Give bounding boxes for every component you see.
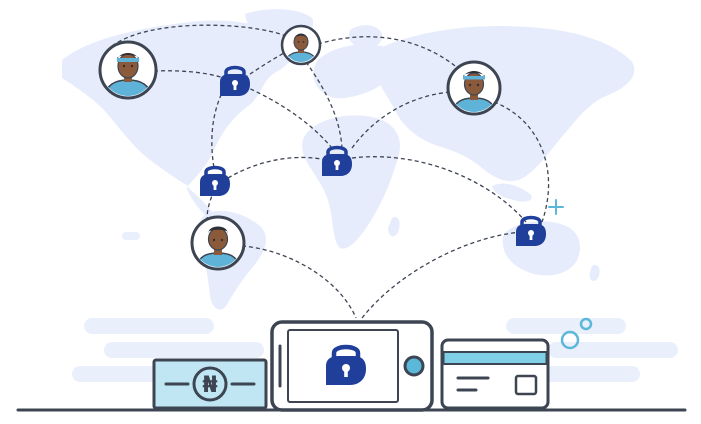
connection-line	[227, 156, 327, 179]
map-new-zealand	[589, 264, 600, 281]
connection-line	[241, 245, 357, 319]
bubbles-icon	[560, 317, 593, 350]
phone-home-button	[403, 355, 425, 377]
map-africa	[302, 115, 401, 249]
padlock-icon	[322, 145, 352, 176]
cloud-right-1	[506, 318, 626, 334]
connection-line	[243, 51, 287, 79]
sparkle-icon	[548, 199, 564, 215]
currency-symbol: ₦	[202, 373, 217, 398]
cloud-small	[122, 232, 140, 240]
cloud-left-2	[104, 342, 264, 358]
connection-line	[243, 85, 333, 149]
connection-line	[153, 70, 225, 79]
cloud-right-3	[520, 366, 640, 382]
smartphone-icon	[270, 320, 434, 412]
user-avatar-icon	[98, 40, 158, 100]
connection-line	[493, 101, 550, 223]
connection-line	[305, 61, 343, 149]
padlock-icon	[200, 165, 230, 196]
connection-line	[351, 91, 453, 149]
connection-line	[351, 156, 527, 223]
map-north-america	[62, 20, 293, 186]
user-avatar-icon	[446, 60, 502, 116]
connection-line	[317, 36, 461, 71]
map-madagascar	[388, 216, 400, 237]
map-asia	[373, 26, 635, 182]
padlock-icon	[326, 344, 366, 385]
padlock-icon	[516, 215, 546, 246]
map-scandinavia	[348, 25, 383, 49]
user-avatar-icon	[190, 215, 246, 271]
cloud-left-1	[84, 318, 214, 334]
connection-line	[111, 24, 287, 47]
user-avatar-icon	[280, 24, 322, 66]
cloud-right-2	[548, 342, 678, 358]
credit-card-icon	[440, 338, 550, 410]
connection-line	[361, 231, 523, 319]
map-southeast-asia	[492, 183, 532, 202]
banknote-icon: ₦	[152, 358, 268, 410]
padlock-icon	[220, 65, 250, 96]
